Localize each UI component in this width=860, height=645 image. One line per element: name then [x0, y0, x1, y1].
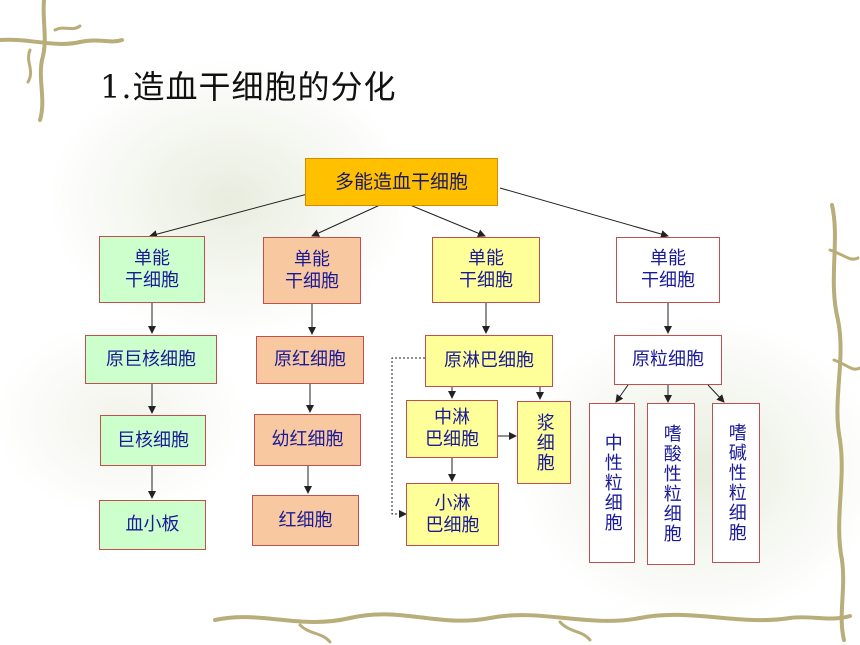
stem-cell-node-1: 单能 干细胞 — [99, 236, 205, 303]
eosinophil-node: 嗜酸性粒细胞 — [647, 403, 695, 565]
vine-right-decoration — [828, 203, 860, 642]
basophil-node: 嗜碱性粒细胞 — [712, 403, 760, 563]
small-lymphocyte-node: 小淋 巴细胞 — [406, 483, 499, 546]
stem-cell-node-2: 单能 干细胞 — [263, 237, 361, 304]
plasma-cell-node: 浆细胞 — [517, 401, 571, 484]
platelet-node: 血小板 — [99, 500, 206, 550]
myeloblast-node: 原粒细胞 — [614, 335, 722, 385]
erythroblast-node: 幼红细胞 — [254, 414, 361, 466]
proerythroblast-node: 原红细胞 — [256, 336, 364, 384]
lymphoblast-node: 原淋巴细胞 — [425, 335, 553, 387]
vine-top-left-decoration — [0, 0, 124, 122]
stem-cell-node-3: 单能 干细胞 — [432, 237, 540, 303]
stem-cell-node-4: 单能 干细胞 — [616, 237, 720, 303]
megakaryoblast-node: 原巨核细胞 — [85, 335, 217, 384]
neutrophil-node: 中性粒细胞 — [589, 403, 635, 563]
erythrocyte-node: 红细胞 — [252, 495, 359, 546]
page-title: 1.造血干细胞的分化 — [100, 68, 397, 106]
medium-lymphocyte-node: 中淋 巴细胞 — [406, 400, 498, 458]
megakaryocyte-node: 巨核细胞 — [100, 415, 206, 466]
connectors — [148, 187, 725, 518]
vine-bottom-decoration — [213, 612, 852, 644]
root-node: 多能造血干细胞 — [305, 158, 498, 206]
